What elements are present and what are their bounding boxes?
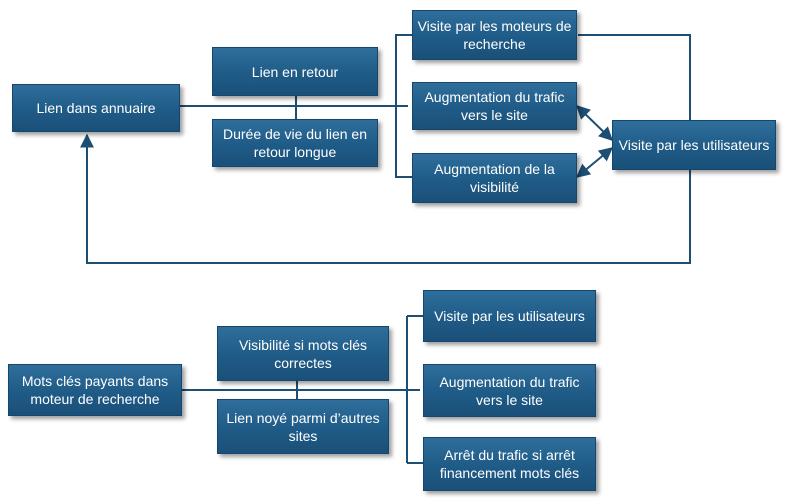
label-lien-noye: Lien noyé parmi d’autres sites xyxy=(226,409,380,444)
label-lien-retour: Lien en retour xyxy=(251,63,339,80)
box-visite-utilisateurs: Visite par les utilisateurs xyxy=(612,120,776,170)
box-duree-vie: Durée de vie du lien en retour longue xyxy=(212,119,378,167)
box-augmentation-visibilite: Augmentation de la visibilité xyxy=(412,153,577,203)
label-augmentation-visibilite: Augmentation de la visibilité xyxy=(434,161,555,195)
connector-visibilite-utilisateurs xyxy=(575,147,614,178)
box-augmentation-trafic: Augmentation du trafic vers le site xyxy=(412,82,577,130)
box-visibilite-mots-cles: Visibilité si mots clés correctes xyxy=(217,326,389,381)
connector-bracket-bottom xyxy=(395,106,413,178)
label-visite-moteurs: Visite par les moteurs de recherche xyxy=(417,18,572,52)
connector-feedback-loop xyxy=(80,133,691,264)
label-lien-annuaire: Lien dans annuaire xyxy=(36,100,156,116)
label-visite-utilisateurs-2: Visite par les utilisateurs xyxy=(434,308,585,324)
connector-moteurs-utilisateurs xyxy=(578,34,691,120)
connector-trafic-utilisateurs xyxy=(575,105,614,141)
box-visite-utilisateurs-2: Visite par les utilisateurs xyxy=(423,290,596,342)
label-arret-trafic: Arrêt du trafic si arrêt financement mot… xyxy=(439,447,580,481)
label-duree-vie: Durée de vie du lien en retour longue xyxy=(223,126,367,160)
connector-bracket-2 xyxy=(406,315,423,464)
box-lien-noye: Lien noyé parmi d’autres sites xyxy=(217,399,389,454)
label-visite-utilisateurs: Visite par les utilisateurs xyxy=(618,137,770,153)
label-visibilite-mots-cles: Visibilité si mots clés correctes xyxy=(238,336,368,371)
box-arret-trafic: Arrêt du trafic si arrêt financement mot… xyxy=(423,437,596,491)
box-visite-moteurs: Visite par les moteurs de recherche xyxy=(412,10,577,60)
label-mots-cles-payants: Mots clés payants dans moteur de recherc… xyxy=(21,373,169,407)
label-augmentation-trafic: Augmentation du trafic vers le site xyxy=(424,89,565,123)
box-lien-annuaire: Lien dans annuaire xyxy=(12,84,180,132)
label-augmentation-trafic-2: Augmentation du trafic vers le site xyxy=(439,373,580,408)
box-lien-retour: Lien en retour xyxy=(212,47,378,96)
box-augmentation-trafic-2: Augmentation du trafic vers le site xyxy=(423,364,596,417)
box-mots-cles-payants: Mots clés payants dans moteur de recherc… xyxy=(8,364,182,416)
connector-bracket-top xyxy=(395,34,413,106)
